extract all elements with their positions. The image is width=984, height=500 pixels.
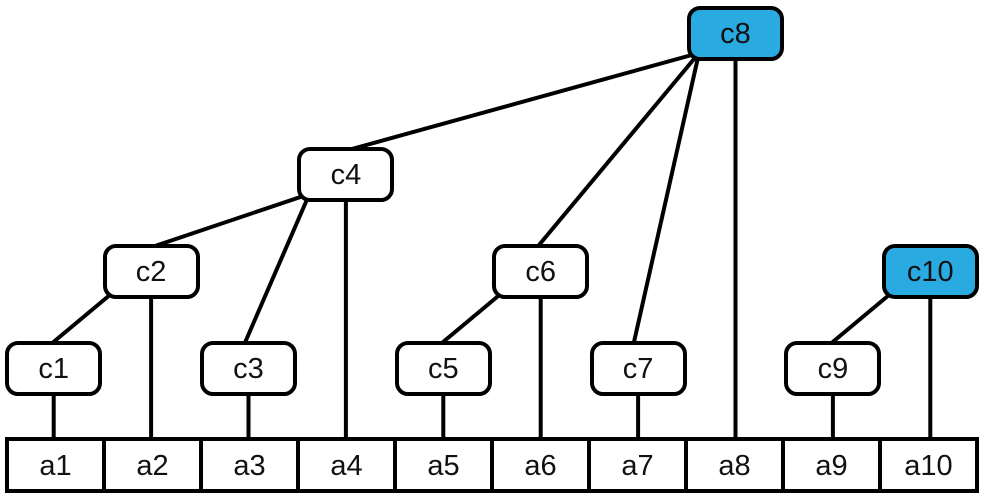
cell-a2: a2 [102, 441, 199, 489]
cell-label: a1 [39, 449, 72, 482]
cell-a9: a9 [781, 441, 878, 489]
node-c8: c8 [687, 6, 784, 61]
cell-a7: a7 [587, 441, 684, 489]
edge-c8-c7 [631, 51, 701, 348]
cell-label: a2 [136, 449, 169, 482]
node-label: c1 [38, 353, 69, 385]
node-label: c9 [817, 353, 849, 385]
cell-a5: a5 [393, 441, 490, 489]
node-label: c8 [720, 18, 751, 50]
edge-c6-c5 [436, 289, 507, 348]
node-c5: c5 [394, 341, 492, 396]
cell-label: a5 [427, 449, 460, 482]
array-row: a1 a2 a3 a4 a5 a6 a7 a8 a9 a10 [5, 437, 979, 493]
cell-label: a9 [815, 449, 848, 482]
cell-a8: a8 [684, 441, 781, 489]
edge-c2-c1 [46, 289, 117, 348]
edge-c8-c6 [533, 51, 701, 251]
cell-label: a6 [524, 449, 557, 482]
cell-label: a7 [621, 449, 654, 482]
cell-a6: a6 [490, 441, 587, 489]
node-label: c4 [330, 159, 362, 191]
cell-a3: a3 [199, 441, 296, 489]
cell-label: a3 [233, 449, 266, 482]
edge-c4-c2 [144, 192, 312, 251]
cell-a1: a1 [9, 441, 102, 489]
cell-label: a8 [718, 449, 751, 482]
node-label: c3 [233, 353, 264, 385]
cell-label: a4 [330, 449, 363, 482]
node-c10: c10 [881, 244, 979, 299]
node-c1: c1 [5, 341, 103, 396]
node-label: c5 [427, 353, 459, 385]
edge-c4-c3 [241, 192, 312, 348]
node-c2: c2 [102, 244, 200, 299]
node-label: c7 [622, 353, 654, 385]
cell-a10: a10 [878, 441, 975, 489]
edge-c8-c4 [338, 51, 701, 154]
node-c9: c9 [784, 341, 882, 396]
node-label: c2 [135, 256, 167, 288]
edge-c10-c9 [825, 289, 896, 348]
node-label: c10 [906, 256, 954, 288]
cell-label: a10 [904, 449, 953, 482]
node-c3: c3 [200, 341, 297, 396]
cell-a4: a4 [296, 441, 393, 489]
node-label: c6 [525, 256, 556, 288]
node-c4: c4 [297, 147, 395, 202]
node-c6: c6 [492, 244, 590, 299]
node-c7: c7 [589, 341, 687, 396]
